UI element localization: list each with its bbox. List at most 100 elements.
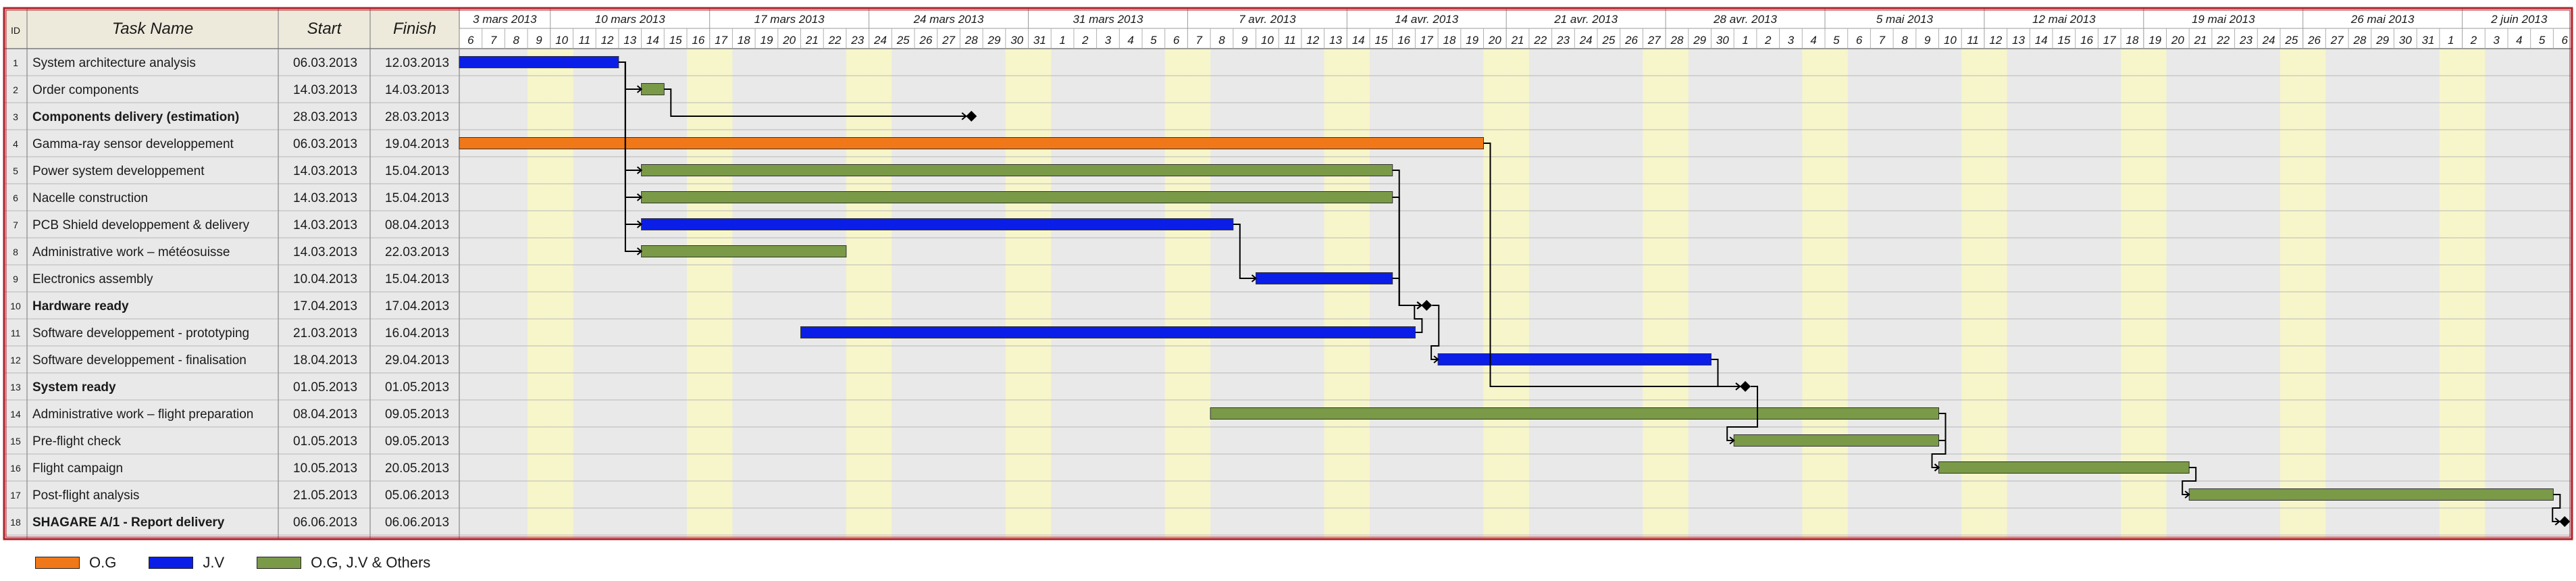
task-start: 10.04.2013 [293, 272, 357, 286]
task-name: Pre-flight check [32, 434, 121, 449]
task-start: 01.05.2013 [293, 434, 357, 449]
day-label: 22 [1533, 34, 1547, 47]
dependency-connector [1483, 143, 1741, 387]
task-id: 14 [10, 409, 21, 420]
day-label: 24 [873, 34, 887, 47]
day-label: 1 [2448, 34, 2454, 47]
task-finish: 15.04.2013 [385, 164, 449, 178]
day-label: 21 [1511, 34, 1524, 47]
task-name: Gamma-ray sensor developpement [32, 137, 234, 151]
day-label: 28 [964, 34, 978, 47]
week-label: 31 mars 2013 [1073, 13, 1143, 26]
day-label: 15 [669, 34, 682, 47]
day-label: 26 [919, 34, 932, 47]
column-header-id: ID [11, 25, 20, 36]
day-label: 21 [2194, 34, 2207, 47]
day-label: 31 [1033, 34, 1046, 47]
day-label: 10 [1944, 34, 1957, 47]
day-label: 23 [850, 34, 864, 47]
task-id: 15 [10, 436, 21, 447]
task-start: 28.03.2013 [293, 110, 357, 124]
dependency-connector [1711, 359, 1741, 387]
dependency-connector [1233, 224, 1256, 279]
task-name: Administrative work – flight preparation [32, 407, 253, 422]
dependency-arrowhead [636, 193, 643, 201]
day-label: 18 [1443, 34, 1456, 47]
day-label: 15 [1374, 34, 1387, 47]
day-label: 19 [2148, 34, 2161, 47]
task-start: 18.04.2013 [293, 353, 357, 368]
day-label: 14 [646, 34, 659, 47]
task-finish: 12.03.2013 [385, 56, 449, 70]
dependency-arrowhead [1735, 382, 1741, 390]
weekend-shade [1643, 49, 1666, 539]
task-finish: 06.06.2013 [385, 515, 449, 530]
day-label: 6 [467, 34, 474, 47]
day-label: 19 [1466, 34, 1478, 47]
week-label: 2 juin 2013 [2490, 13, 2548, 26]
weekend-shade [1666, 49, 1689, 539]
day-label: 7 [490, 34, 497, 47]
task-bar [1733, 434, 1939, 447]
task-name: System architecture analysis [32, 56, 196, 70]
day-label: 3 [1788, 34, 1795, 47]
week-label: 7 avr. 2013 [1239, 13, 1296, 26]
dependency-arrowhead [961, 112, 967, 120]
task-start: 17.04.2013 [293, 299, 357, 313]
day-label: 16 [2080, 34, 2093, 47]
day-label: 28 [2352, 34, 2366, 47]
weekend-shade [527, 49, 550, 539]
day-label: 30 [2399, 34, 2412, 47]
legend-item-og: O.G [35, 554, 116, 572]
task-id: 12 [10, 355, 21, 365]
task-start: 21.05.2013 [293, 488, 357, 503]
task-finish: 01.05.2013 [385, 380, 449, 395]
task-name: Power system developpement [32, 164, 205, 178]
weekend-shade [2302, 49, 2326, 539]
day-label: 16 [692, 34, 704, 47]
day-label: 17 [2103, 34, 2116, 47]
day-label: 4 [2516, 34, 2522, 47]
task-name: Software developpement - finalisation [32, 353, 247, 368]
day-label: 16 [1397, 34, 1410, 47]
day-label: 25 [1601, 34, 1615, 47]
task-start: 06.03.2013 [293, 56, 357, 70]
task-name: Nacelle construction [32, 191, 148, 205]
day-label: 7 [1879, 34, 1886, 47]
task-start: 14.03.2013 [293, 218, 357, 232]
column-header-start: Start [307, 20, 342, 38]
task-start: 06.06.2013 [293, 515, 357, 530]
day-label: 6 [2562, 34, 2569, 47]
day-label: 9 [1241, 34, 1248, 47]
day-label: 21 [805, 34, 819, 47]
task-bar [800, 326, 1416, 338]
week-label: 3 mars 2013 [473, 13, 537, 26]
task-bar [1437, 353, 1712, 365]
weekend-shade [709, 49, 733, 539]
day-label: 9 [1924, 34, 1931, 47]
day-label: 8 [1901, 34, 1908, 47]
day-label: 30 [1716, 34, 1729, 47]
task-start: 10.05.2013 [293, 461, 357, 476]
task-name: Hardware ready [32, 299, 129, 313]
dependency-arrowhead [1433, 355, 1439, 363]
day-label: 1 [1059, 34, 1065, 47]
day-label: 5 [2539, 34, 2546, 47]
day-label: 6 [1856, 34, 1863, 47]
dependency-arrowhead [636, 220, 643, 228]
day-label: 12 [601, 34, 614, 47]
week-label: 5 mai 2013 [1876, 13, 1934, 26]
legend-label-jv: J.V [203, 554, 225, 571]
task-name: Software developpement - prototyping [32, 326, 249, 340]
day-label: 5 [1833, 34, 1840, 47]
day-label: 3 [2493, 34, 2500, 47]
task-finish: 14.03.2013 [385, 83, 449, 97]
task-start: 21.03.2013 [293, 326, 357, 340]
day-label: 23 [1556, 34, 1570, 47]
task-finish: 15.04.2013 [385, 272, 449, 286]
legend-label-og: O.G [89, 554, 117, 571]
task-name: PCB Shield developpement & delivery [32, 218, 250, 232]
task-id: 9 [13, 274, 18, 284]
day-label: 26 [1624, 34, 1638, 47]
day-label: 8 [1218, 34, 1225, 47]
